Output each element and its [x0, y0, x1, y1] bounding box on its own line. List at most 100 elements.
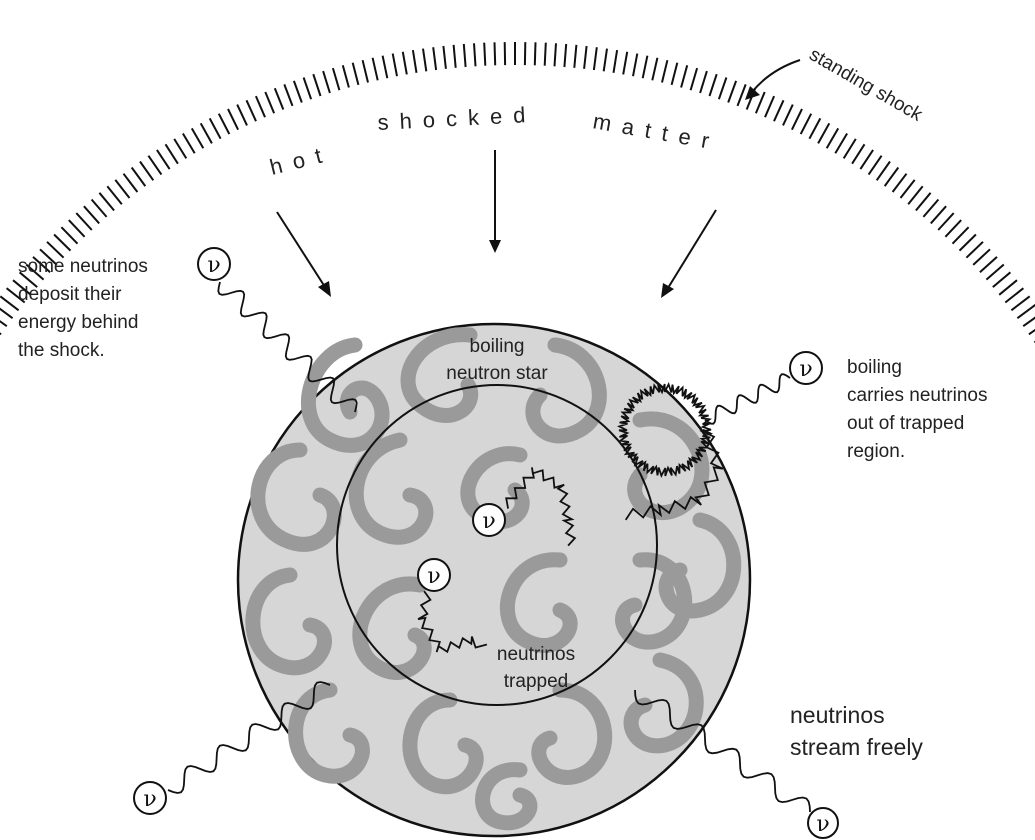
shock-tick — [99, 193, 114, 211]
shock-tick — [614, 50, 618, 73]
shock-tick — [672, 63, 678, 85]
shock-tick — [0, 313, 7, 326]
shock-tick — [403, 52, 407, 75]
shock-tick — [710, 74, 717, 96]
shock-tick — [604, 49, 607, 72]
shock-tick — [765, 96, 774, 117]
shock-tick — [495, 42, 496, 65]
svg-text:some neutrinos: some neutrinos — [18, 256, 148, 277]
svg-text:boiling: boiling — [847, 357, 902, 378]
shock-tick — [464, 44, 466, 67]
shock-tick — [938, 213, 954, 230]
shock-tick — [728, 81, 736, 103]
shock-tick — [555, 43, 557, 66]
shock-tick — [107, 186, 122, 204]
shock-tick — [0, 305, 13, 319]
shock-tick — [893, 174, 907, 192]
shock-tick — [210, 118, 221, 138]
neutrino-path-boiling-escape — [705, 374, 790, 423]
shock-tick — [931, 206, 946, 223]
svg-text:ν: ν — [207, 253, 220, 278]
shock-tick — [986, 265, 1003, 280]
shock-tick — [304, 78, 312, 100]
shock-tick — [353, 63, 359, 85]
shock-tick — [860, 150, 873, 169]
shock-tick — [443, 46, 446, 69]
shock-tick — [474, 43, 476, 66]
shock-tick — [157, 150, 170, 169]
shock-tick — [574, 45, 576, 68]
shock-tick — [966, 242, 983, 258]
shock-tick — [343, 65, 349, 87]
shock-tick — [237, 105, 247, 126]
svg-text:ν: ν — [799, 357, 812, 382]
annotation-some-neutrinos: some neutrinos deposit their energy behi… — [18, 256, 148, 361]
shock-tick — [844, 139, 856, 159]
neutrino-symbol-inner-b: ν — [418, 559, 450, 591]
shock-tick — [999, 280, 1017, 295]
shock-tick — [423, 49, 426, 72]
shock-tick — [564, 44, 566, 67]
shock-tick — [61, 227, 77, 244]
shock-tick — [174, 139, 186, 159]
shock-tick — [247, 100, 257, 121]
annotation-boiling-carries: boiling carries neutrinos out of trapped… — [847, 357, 987, 462]
standing-shock-pointer-arrow — [745, 60, 800, 100]
svg-text:region.: region. — [847, 441, 905, 462]
shock-tick — [84, 206, 99, 223]
shock-tick — [535, 42, 536, 65]
shock-tick — [92, 200, 107, 217]
shock-tick — [1005, 288, 1023, 302]
shock-tick — [1011, 296, 1029, 310]
shock-tick — [140, 162, 153, 181]
shock-tick — [323, 71, 330, 93]
shock-tick — [454, 45, 456, 68]
shock-tick — [115, 180, 129, 198]
neutrino-symbol-right-top: ν — [790, 352, 822, 384]
svg-text:neutron star: neutron star — [446, 363, 548, 384]
shocked-label: shocked — [377, 102, 537, 135]
svg-text:ν: ν — [143, 787, 156, 812]
shock-tick — [801, 114, 812, 134]
shock-tick — [294, 81, 302, 103]
shock-tick — [363, 60, 368, 82]
shock-tick — [219, 114, 230, 134]
shock-tick — [623, 52, 627, 75]
svg-text:out of trapped: out of trapped — [847, 413, 964, 434]
standing-shock-label: standing shock — [806, 44, 927, 126]
shock-tick — [1017, 305, 1035, 319]
shock-tick — [228, 109, 238, 130]
shock-tick — [183, 134, 195, 154]
shock-tick — [774, 100, 784, 121]
shock-tick — [132, 168, 146, 187]
shock-tick — [916, 193, 931, 211]
inflow-arrow-right — [661, 210, 716, 298]
shock-tick — [413, 50, 417, 73]
shock-tick — [69, 220, 85, 237]
svg-text:deposit their: deposit their — [18, 284, 122, 305]
neutrino-symbol-bottom-right: ν — [808, 808, 838, 838]
shock-tick — [993, 272, 1011, 287]
shock-tick — [960, 235, 976, 251]
shock-tick — [700, 71, 707, 93]
shock-tick — [980, 257, 997, 272]
shock-tick — [265, 92, 274, 113]
shock-tick — [433, 47, 436, 70]
shock-tick — [908, 186, 923, 204]
hot-label: hot — [267, 140, 335, 180]
shock-tick — [594, 47, 597, 70]
shock-tick — [643, 56, 648, 78]
shock-tick — [166, 144, 178, 163]
shock-tick — [1029, 321, 1035, 334]
shock-tick — [901, 180, 915, 198]
svg-text:ν: ν — [816, 812, 829, 837]
svg-text:stream freely: stream freely — [790, 734, 923, 760]
shock-tick — [313, 74, 320, 96]
shock-tick — [877, 162, 890, 181]
shock-tick — [393, 54, 397, 77]
svg-text:trapped: trapped — [504, 671, 568, 692]
svg-text:energy behind: energy behind — [18, 312, 138, 333]
shock-tick — [835, 134, 847, 154]
